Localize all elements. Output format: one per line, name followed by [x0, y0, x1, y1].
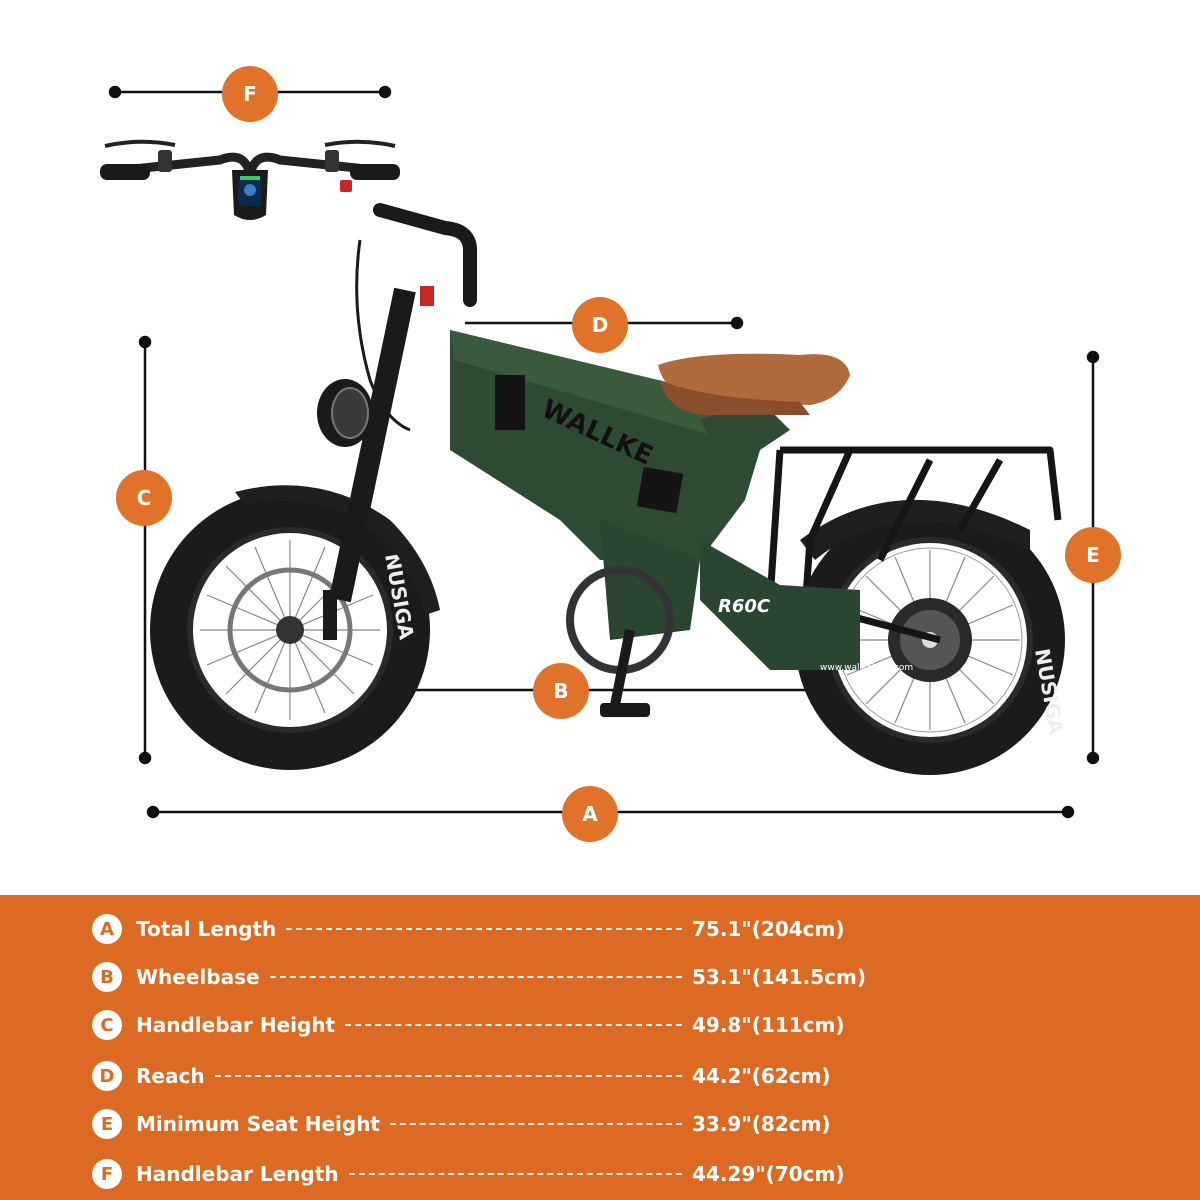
spec-letter-badge: A: [92, 914, 122, 944]
spec-label: Handlebar Height: [136, 1013, 336, 1037]
spec-label: Minimum Seat Height: [136, 1112, 380, 1136]
drivetrain: [566, 566, 674, 717]
website-text: www.wallkebike.com: [820, 663, 913, 673]
model-text: R60C: [718, 596, 771, 617]
spec-value: 49.8"(111cm): [692, 1013, 845, 1037]
spec-dash-leader: [345, 1024, 682, 1026]
marker-f: F: [222, 66, 278, 122]
rear-rack: [766, 446, 1062, 644]
seat: [658, 353, 850, 415]
marker-e: E: [1065, 527, 1121, 583]
spec-value: 75.1"(204cm): [692, 917, 845, 941]
spec-row-reach: D Reach 44.2"(62cm): [92, 1059, 852, 1093]
specifications-panel: A Total Length 75.1"(204cm) B Wheelbase …: [0, 895, 1200, 1200]
spec-letter-badge: B: [92, 962, 122, 992]
spec-letter-badge: F: [92, 1159, 122, 1189]
rear-wheel: NUSIGA: [795, 505, 1069, 775]
spec-letter-badge: E: [92, 1109, 122, 1139]
spec-row-total-length: A Total Length 75.1"(204cm): [92, 912, 852, 946]
spec-row-wheelbase: B Wheelbase 53.1"(141.5cm): [92, 960, 867, 994]
spec-row-handlebar-length: F Handlebar Length 44.29"(70cm): [92, 1157, 852, 1191]
marker-a: A: [562, 786, 618, 842]
spec-row-minimum-seat-height: E Minimum Seat Height 33.9"(82cm): [92, 1107, 852, 1141]
front-fender: [235, 485, 440, 615]
spec-dash-leader: [348, 1173, 682, 1175]
bike-illustration: NUSIGA NUSIGA: [100, 85, 1100, 819]
marker-c: C: [116, 470, 172, 526]
spec-letter-badge: D: [92, 1061, 122, 1091]
spec-dash-leader: [286, 928, 682, 930]
spec-dash-leader: [214, 1075, 682, 1077]
handlebar-side: [373, 203, 477, 307]
spec-dash-leader: [390, 1123, 682, 1125]
spec-label: Total Length: [136, 917, 277, 941]
front-fork: [323, 286, 434, 640]
marker-d: D: [572, 297, 628, 353]
marker-b: B: [533, 663, 589, 719]
spec-dash-leader: [269, 976, 682, 978]
spec-value: 53.1"(141.5cm): [692, 965, 867, 989]
spec-label: Handlebar Length: [136, 1162, 339, 1186]
spec-letter-badge: C: [92, 1010, 122, 1040]
headlight: [317, 379, 373, 447]
spec-value: 44.29"(70cm): [692, 1162, 845, 1186]
spec-label: Reach: [136, 1064, 205, 1088]
spec-label: Wheelbase: [136, 965, 260, 989]
spec-row-handlebar-height: C Handlebar Height 49.8"(111cm): [92, 1008, 852, 1042]
spec-value: 33.9"(82cm): [692, 1112, 831, 1136]
handlebar-top-view: [100, 139, 400, 220]
spec-value: 44.2"(62cm): [692, 1064, 831, 1088]
